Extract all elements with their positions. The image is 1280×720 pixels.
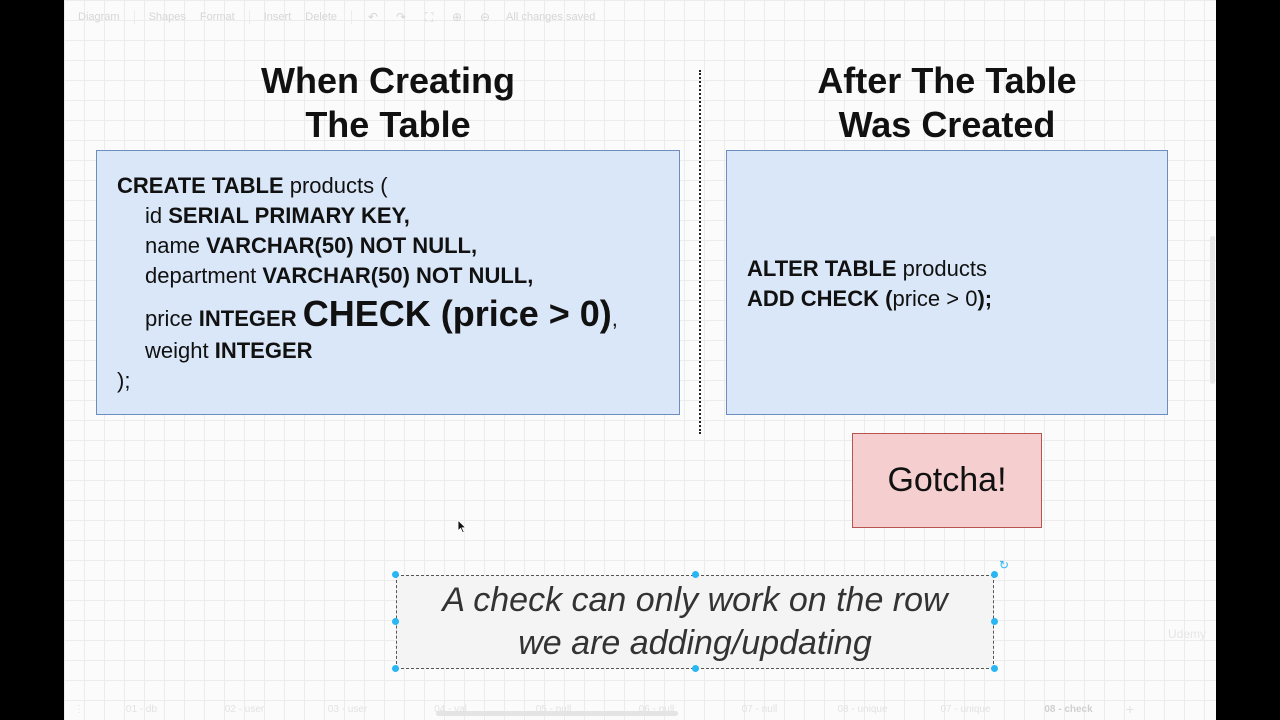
- undo-icon[interactable]: ↶: [368, 10, 379, 24]
- dotted-divider[interactable]: [699, 70, 701, 434]
- page-tab[interactable]: 07 - unique: [940, 703, 991, 715]
- horizontal-scrollbar[interactable]: [436, 711, 678, 716]
- sql-keyword: CREATE TABLE: [117, 173, 284, 198]
- sql-text: ,: [611, 306, 618, 331]
- code-line: CREATE TABLE products (: [117, 171, 679, 201]
- sql-text: price: [145, 306, 199, 331]
- drawio-editor: Diagram Shapes Format Insert Delete ↶ ↷ …: [64, 0, 1216, 720]
- code-line: department VARCHAR(50) NOT NULL,: [117, 261, 679, 291]
- page-tab[interactable]: 04 - val: [434, 703, 467, 715]
- sql-text: price > 0: [892, 286, 978, 311]
- sql-text: department: [145, 263, 263, 288]
- page-tab[interactable]: 08 - unique: [837, 703, 888, 715]
- resize-handle[interactable]: [392, 618, 399, 625]
- code-line: weight INTEGER: [117, 336, 679, 366]
- heading-line: Was Created: [838, 104, 1056, 145]
- sql-text: id: [145, 203, 169, 228]
- code-line: id SERIAL PRIMARY KEY,: [117, 201, 679, 231]
- toolbar-separator: [133, 10, 135, 24]
- tab-shapes[interactable]: Shapes: [148, 11, 186, 23]
- zoom-out-icon[interactable]: ⊖: [480, 10, 491, 24]
- heading-after-created[interactable]: After The Table Was Created: [764, 59, 1130, 147]
- page-tab[interactable]: 02 - user: [224, 703, 265, 715]
- resize-handle[interactable]: [692, 665, 699, 672]
- add-page-icon[interactable]: +: [1125, 701, 1135, 717]
- code-line: ALTER TABLE products: [747, 254, 1167, 284]
- toolbar: Diagram Shapes Format Insert Delete ↶ ↷ …: [64, 0, 1216, 34]
- resize-handle[interactable]: [991, 571, 998, 578]
- sql-keyword: ALTER TABLE: [747, 256, 897, 281]
- tab-format[interactable]: Format: [199, 11, 235, 23]
- heading-line: The Table: [305, 104, 471, 145]
- code-line: price INTEGER CHECK (price > 0),: [117, 291, 679, 336]
- vertical-scrollbar[interactable]: [1210, 236, 1215, 384]
- sql-keyword: VARCHAR(50) NOT NULL,: [206, 233, 478, 258]
- sql-text: products (: [283, 173, 388, 198]
- redo-icon[interactable]: ↷: [396, 10, 407, 24]
- sql-keyword: VARCHAR(50) NOT NULL,: [262, 263, 534, 288]
- page-tab[interactable]: 01 - db: [125, 703, 158, 715]
- resize-handle[interactable]: [392, 665, 399, 672]
- page-tabs-bar: ⋮ 01 - db 02 - user 03 - user 04 - val 0…: [64, 698, 1216, 720]
- sql-keyword: INTEGER: [198, 306, 303, 331]
- save-status: All changes saved: [506, 11, 596, 23]
- note-line: A check can only work on the row: [442, 581, 948, 619]
- zoom-in-icon[interactable]: ⊕: [452, 10, 463, 24]
- pages-menu-icon[interactable]: ⋮: [74, 703, 84, 715]
- page-tab[interactable]: 03 - user: [327, 703, 368, 715]
- check-constraint-highlight: CHECK (price > 0): [302, 293, 612, 334]
- resize-handle[interactable]: [692, 571, 699, 578]
- page-tab[interactable]: 07 - null: [741, 703, 778, 715]
- toolbar-separator: [248, 10, 250, 24]
- rotate-handle-icon[interactable]: ↻: [999, 558, 1010, 572]
- diagram-menu[interactable]: Diagram: [78, 11, 120, 23]
- resize-handle[interactable]: [392, 571, 399, 578]
- sql-keyword: );: [977, 286, 993, 311]
- note-text-box-selected[interactable]: A check can only work on the row we are …: [396, 575, 994, 669]
- insert-button[interactable]: Insert: [263, 11, 292, 23]
- toolbar-separator: [351, 10, 353, 24]
- fullscreen-icon[interactable]: ⛶: [424, 9, 434, 24]
- note-line: we are adding/updating: [518, 624, 872, 662]
- sql-keyword: INTEGER: [214, 338, 313, 363]
- sql-keyword: SERIAL PRIMARY KEY,: [168, 203, 410, 228]
- alter-table-box[interactable]: ALTER TABLE products ADD CHECK (price > …: [726, 150, 1168, 415]
- sql-text: name: [145, 233, 207, 258]
- resize-handle[interactable]: [991, 618, 998, 625]
- sql-keyword: ADD CHECK (: [747, 286, 893, 311]
- heading-line: When Creating: [260, 60, 515, 101]
- udemy-watermark: Udemy: [1168, 627, 1207, 641]
- page-tab[interactable]: 06 - null: [638, 703, 675, 715]
- sql-text: );: [117, 368, 131, 393]
- page-tab-active[interactable]: 08 - check: [1044, 703, 1093, 715]
- mouse-pointer-icon: [457, 519, 467, 534]
- page-tab[interactable]: 05 - null: [535, 703, 572, 715]
- code-line: );: [117, 366, 679, 396]
- gotcha-box[interactable]: Gotcha!: [852, 433, 1042, 528]
- heading-when-creating[interactable]: When Creating The Table: [208, 59, 568, 147]
- create-table-box[interactable]: CREATE TABLE products ( id SERIAL PRIMAR…: [96, 150, 680, 415]
- sql-text: weight: [145, 338, 215, 363]
- heading-line: After The Table: [817, 60, 1077, 101]
- code-line: ADD CHECK (price > 0);: [747, 284, 1167, 314]
- resize-handle[interactable]: [991, 665, 998, 672]
- code-line: name VARCHAR(50) NOT NULL,: [117, 231, 679, 261]
- sql-text: products: [896, 256, 987, 281]
- delete-button[interactable]: Delete: [305, 11, 338, 23]
